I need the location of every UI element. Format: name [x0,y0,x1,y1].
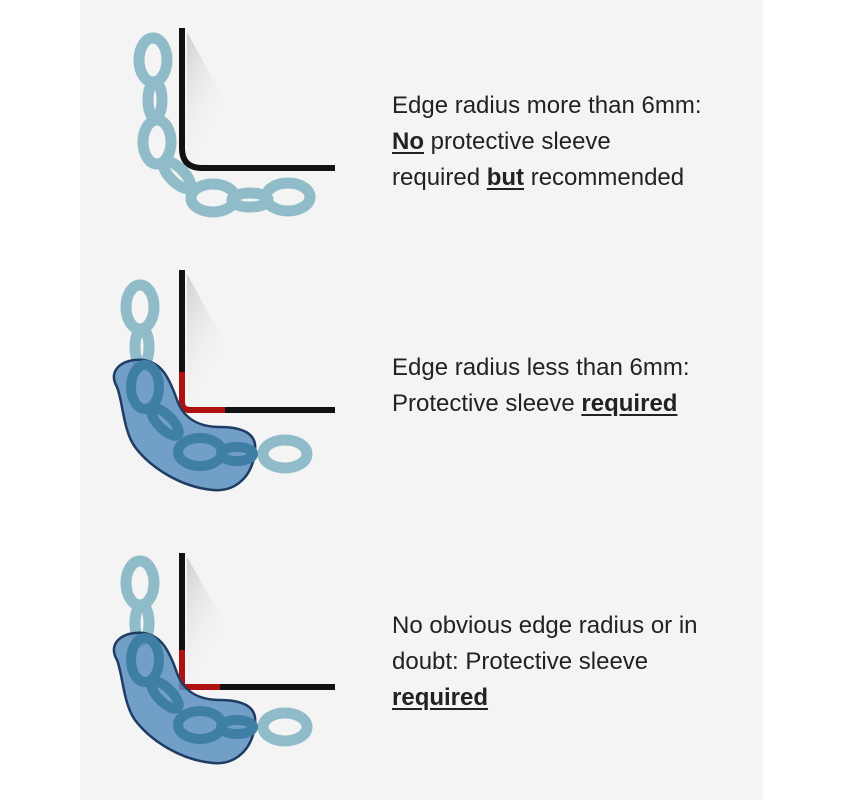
emphasis-but: but [486,164,525,191]
rounded-edge-chain-diagram [133,28,335,218]
emphasis-required: required [392,684,489,711]
chain-links-icon [120,555,313,747]
no-radius-sleeve-diagram [112,553,335,765]
caption-text: Protective sleeve [392,390,582,417]
caption-line: Protective sleeve required [392,386,772,422]
caption-text: required [392,164,487,191]
rounded-edge-icon [179,28,335,171]
caption-text: protective sleeve [424,128,611,155]
edge-shadow [187,274,260,407]
caption-line: required but recommended [392,160,772,196]
caption-line: Edge radius less than 6mm: [392,354,690,381]
chain-links-icon [133,32,316,218]
caption-small-radius: Edge radius less than 6mm: Protective sl… [392,350,772,422]
caption-large-radius: Edge radius more than 6mm: No protective… [392,88,772,196]
edge-shadow [187,557,260,685]
sleeved-chain-links [126,633,258,744]
emphasis-required: required [581,390,678,417]
caption-no-radius: No obvious edge radius or in doubt: Prot… [392,608,772,716]
caption-line: required [392,680,772,716]
edge-shadow [187,32,260,165]
emphasis-no: No [392,128,424,155]
caption-line: doubt: Protective sleeve [392,648,649,675]
caption-line: No obvious edge radius or in [392,612,698,639]
small-radius-sleeve-diagram [112,270,335,492]
caption-line: Edge radius more than 6mm: [392,92,702,119]
caption-line: No protective sleeve [392,124,772,160]
sharp-edge-marker [179,372,225,413]
sleeved-chain-links [126,360,258,471]
caption-text: recommended [524,164,685,191]
